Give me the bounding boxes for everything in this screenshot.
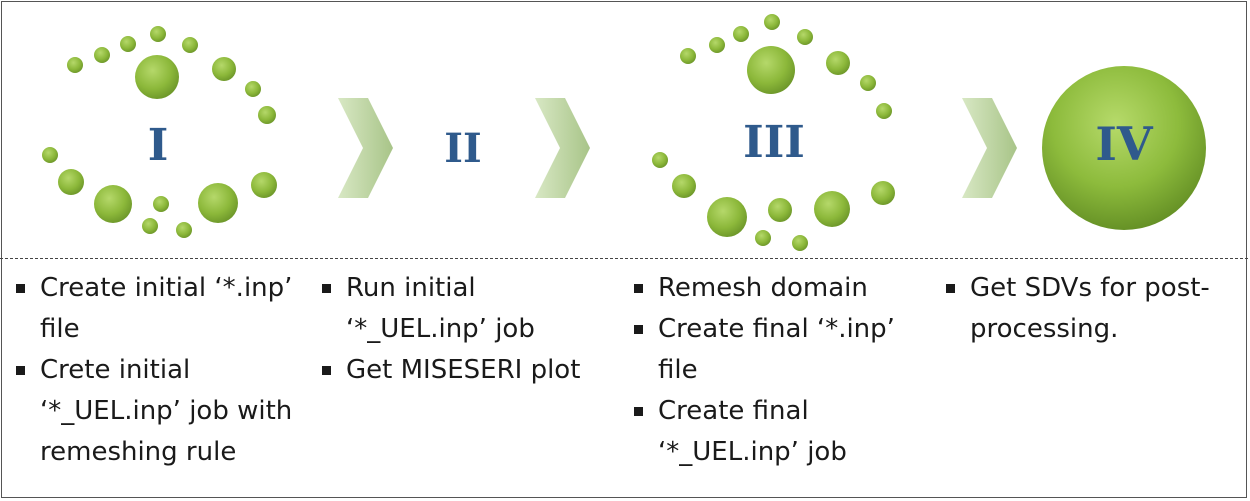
stage-2-label: II	[444, 125, 481, 172]
stage-1-label: I	[148, 120, 169, 171]
bullet-item: Get SDVs for post-processing.	[944, 268, 1239, 350]
bullet-item: Create final ‘*_UEL.inp’ job	[632, 391, 908, 473]
dashed-divider	[0, 258, 1248, 259]
dot	[198, 183, 238, 223]
process-flow: I II III IV	[42, 14, 1206, 251]
stage-3-dot-ring	[652, 14, 895, 251]
stage-4-circle	[1042, 66, 1206, 230]
dot	[860, 75, 876, 91]
stage-3-label: III	[743, 117, 805, 168]
dot	[258, 106, 276, 124]
stage-3-notes: Remesh domain Create final ‘*.inp’ file …	[632, 268, 932, 473]
dot	[672, 174, 696, 198]
bullet-item: Create initial ‘*.inp’ file	[14, 268, 304, 350]
dot	[135, 55, 179, 99]
dot	[652, 152, 668, 168]
bullet-item: Create final ‘*.inp’ file	[632, 309, 938, 391]
dot	[42, 147, 58, 163]
stage-1-dot-ring	[42, 26, 277, 238]
dot	[876, 103, 892, 119]
dot	[176, 222, 192, 238]
chevron-arrow-icon	[535, 98, 590, 198]
chevron-arrow-icon	[962, 98, 1017, 198]
dot	[182, 37, 198, 53]
dot	[709, 37, 725, 53]
dot	[251, 172, 277, 198]
dot	[142, 218, 158, 234]
stage-4-label: IV	[1095, 117, 1154, 171]
chevron-arrow-icon	[338, 98, 393, 198]
dot	[768, 198, 792, 222]
bullet-item: Crete initial ‘*_UEL.inp’ job with remes…	[14, 350, 304, 473]
dot	[814, 191, 850, 227]
dot	[755, 230, 771, 246]
dot	[764, 14, 780, 30]
stage-1-notes: Create initial ‘*.inp’ file Crete initia…	[14, 268, 304, 473]
dot	[212, 57, 236, 81]
bullet-item: Remesh domain	[632, 268, 932, 309]
dot	[120, 36, 136, 52]
dot	[792, 235, 808, 251]
dot	[707, 197, 747, 237]
dot	[245, 81, 261, 97]
dot	[94, 185, 132, 223]
dot	[94, 47, 110, 63]
bullet-item: Run initial ‘*_UEL.inp’ job	[320, 268, 586, 350]
dot	[67, 57, 83, 73]
dot	[826, 51, 850, 75]
dot	[733, 26, 749, 42]
dot	[150, 26, 166, 42]
dot	[797, 29, 813, 45]
dot	[680, 48, 696, 64]
dot	[58, 169, 84, 195]
bullet-item: Get MISESERI plot	[320, 350, 620, 391]
dot	[871, 181, 895, 205]
dot	[747, 46, 795, 94]
stage-2-notes: Run initial ‘*_UEL.inp’ job Get MISESERI…	[320, 268, 620, 391]
stage-4-notes: Get SDVs for post-processing.	[944, 268, 1239, 350]
dot	[153, 196, 169, 212]
